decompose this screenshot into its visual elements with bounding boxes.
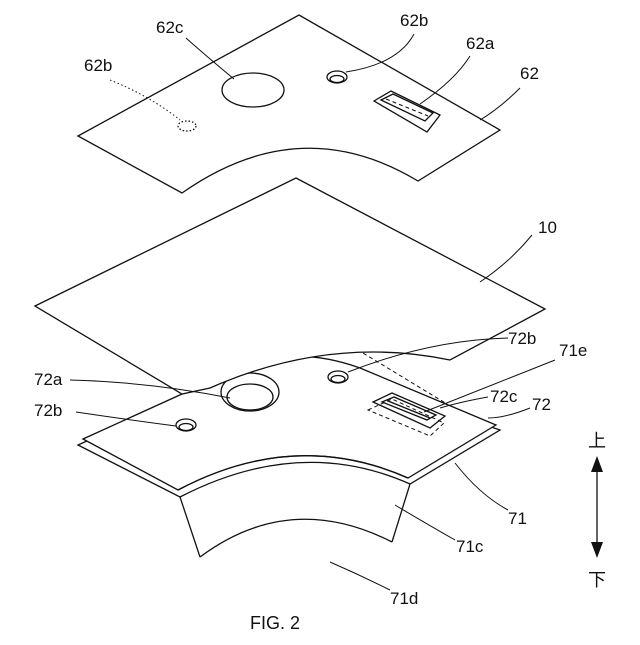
hole-62c bbox=[222, 73, 284, 107]
sheet-10 bbox=[35, 178, 545, 394]
layer-10 bbox=[35, 178, 545, 394]
label-up: 上 bbox=[588, 431, 606, 452]
trough-bottom-edge bbox=[200, 519, 392, 557]
label-71c: 71c bbox=[456, 537, 484, 556]
label-72b-top: 72b bbox=[508, 329, 536, 348]
leader-62 bbox=[480, 88, 520, 120]
label-72a: 72a bbox=[34, 370, 63, 389]
label-down: 下 bbox=[588, 570, 606, 591]
label-62c: 62c bbox=[156, 18, 184, 37]
hole-62b-top bbox=[327, 71, 347, 83]
label-62: 62 bbox=[520, 64, 539, 83]
hole-72b-left bbox=[176, 419, 196, 431]
label-71e: 71e bbox=[559, 341, 587, 360]
label-62b-top: 62b bbox=[400, 11, 428, 30]
arrow-down-icon bbox=[591, 542, 603, 558]
figure-caption: FIG. 2 bbox=[250, 613, 300, 633]
label-71d: 71d bbox=[390, 589, 418, 608]
layer-62 bbox=[78, 15, 500, 193]
leader-71 bbox=[455, 463, 508, 510]
sheet-62 bbox=[78, 15, 500, 193]
label-62b-left: 62b bbox=[84, 56, 112, 75]
label-62a: 62a bbox=[466, 34, 495, 53]
hole-62b-left bbox=[178, 121, 196, 131]
leader-10 bbox=[480, 235, 532, 282]
label-72c: 72c bbox=[490, 387, 518, 406]
label-72: 72 bbox=[532, 395, 551, 414]
arrow-up-icon bbox=[591, 456, 603, 472]
leader-71d bbox=[330, 562, 390, 590]
leader-72 bbox=[488, 408, 530, 418]
hole-72b-top bbox=[328, 371, 348, 383]
direction-indicator: 上 下 bbox=[588, 431, 606, 591]
label-10: 10 bbox=[538, 218, 557, 237]
trough-wall-left bbox=[180, 497, 200, 557]
trough-wall-right bbox=[392, 484, 410, 542]
leader-71c bbox=[395, 505, 455, 540]
label-71: 71 bbox=[508, 509, 527, 528]
label-72b-left: 72b bbox=[34, 401, 62, 420]
